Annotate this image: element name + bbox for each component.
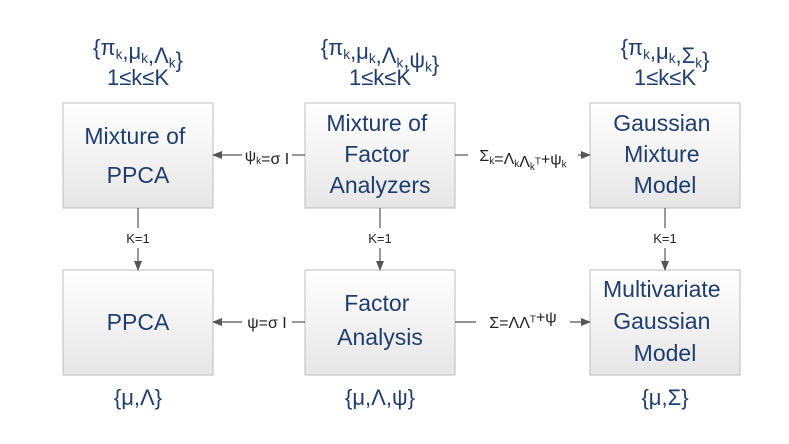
node-label: Gaussian Mixture Model xyxy=(613,110,717,198)
param-set-mvg: {μ,Σ} xyxy=(641,385,688,410)
edge-label: K=1 xyxy=(653,231,677,246)
edge-label: K=1 xyxy=(126,231,150,246)
node-multivariate-gaussian-model: Multivariate Gaussian Model xyxy=(589,269,741,376)
node-box xyxy=(62,269,214,376)
edge-mppca-to-ppca: K=1 xyxy=(126,208,150,271)
edge-label: ψ=σ I xyxy=(247,315,287,332)
edge-label: ψk=σ I xyxy=(245,148,289,168)
node-label: Factor Analysis xyxy=(337,290,423,350)
edge-mfa-to-gmm: Σk=ΛkΛkT+ψk xyxy=(455,148,591,173)
param-range-mppca: 1≤k≤K xyxy=(107,65,169,90)
node-label: PPCA xyxy=(107,309,170,335)
param-range-mfa: 1≤k≤K xyxy=(349,65,411,90)
param-set-mppca: {πk,μk,Λk} xyxy=(93,35,183,72)
edge-mfa-to-fa: K=1 xyxy=(368,208,392,271)
param-set-mfa: {πk,μk,Λk,ψk} xyxy=(321,35,440,76)
node-box xyxy=(304,269,456,376)
node-label: Mixture of Factor Analyzers xyxy=(326,110,433,198)
param-range-gmm: 1≤k≤K xyxy=(634,65,696,90)
param-set-gmm: {πk,μk,Σk} xyxy=(621,35,710,72)
node-label: Mixture of PPCA xyxy=(84,123,191,188)
node-mixture-of-ppca: Mixture of PPCA xyxy=(62,102,214,209)
param-set-ppca: {μ,Λ} xyxy=(114,385,162,410)
edge-fa-to-ppca: ψ=σ I xyxy=(212,315,305,332)
node-gaussian-mixture-model: Gaussian Mixture Model xyxy=(589,102,741,209)
node-box xyxy=(589,102,741,209)
edge-label: Σ=ΛΛT+ψ xyxy=(489,310,556,332)
edge-mfa-to-mppca: ψk=σ I xyxy=(212,148,305,168)
node-mixture-of-factor-analyzers: Mixture of Factor Analyzers xyxy=(304,102,456,209)
edge-fa-to-mvg: Σ=ΛΛT+ψ xyxy=(455,310,591,332)
node-ppca: PPCA xyxy=(62,269,214,376)
edge-label: Σk=ΛkΛkT+ψk xyxy=(479,148,566,173)
edge-label: K=1 xyxy=(368,231,392,246)
node-factor-analysis: Factor Analysis xyxy=(304,269,456,376)
node-label: Multivariate Gaussian Model xyxy=(603,276,727,366)
param-set-fa: {μ,Λ,ψ} xyxy=(345,385,415,410)
node-box xyxy=(62,102,214,209)
edge-gmm-to-mvg: K=1 xyxy=(653,208,677,271)
